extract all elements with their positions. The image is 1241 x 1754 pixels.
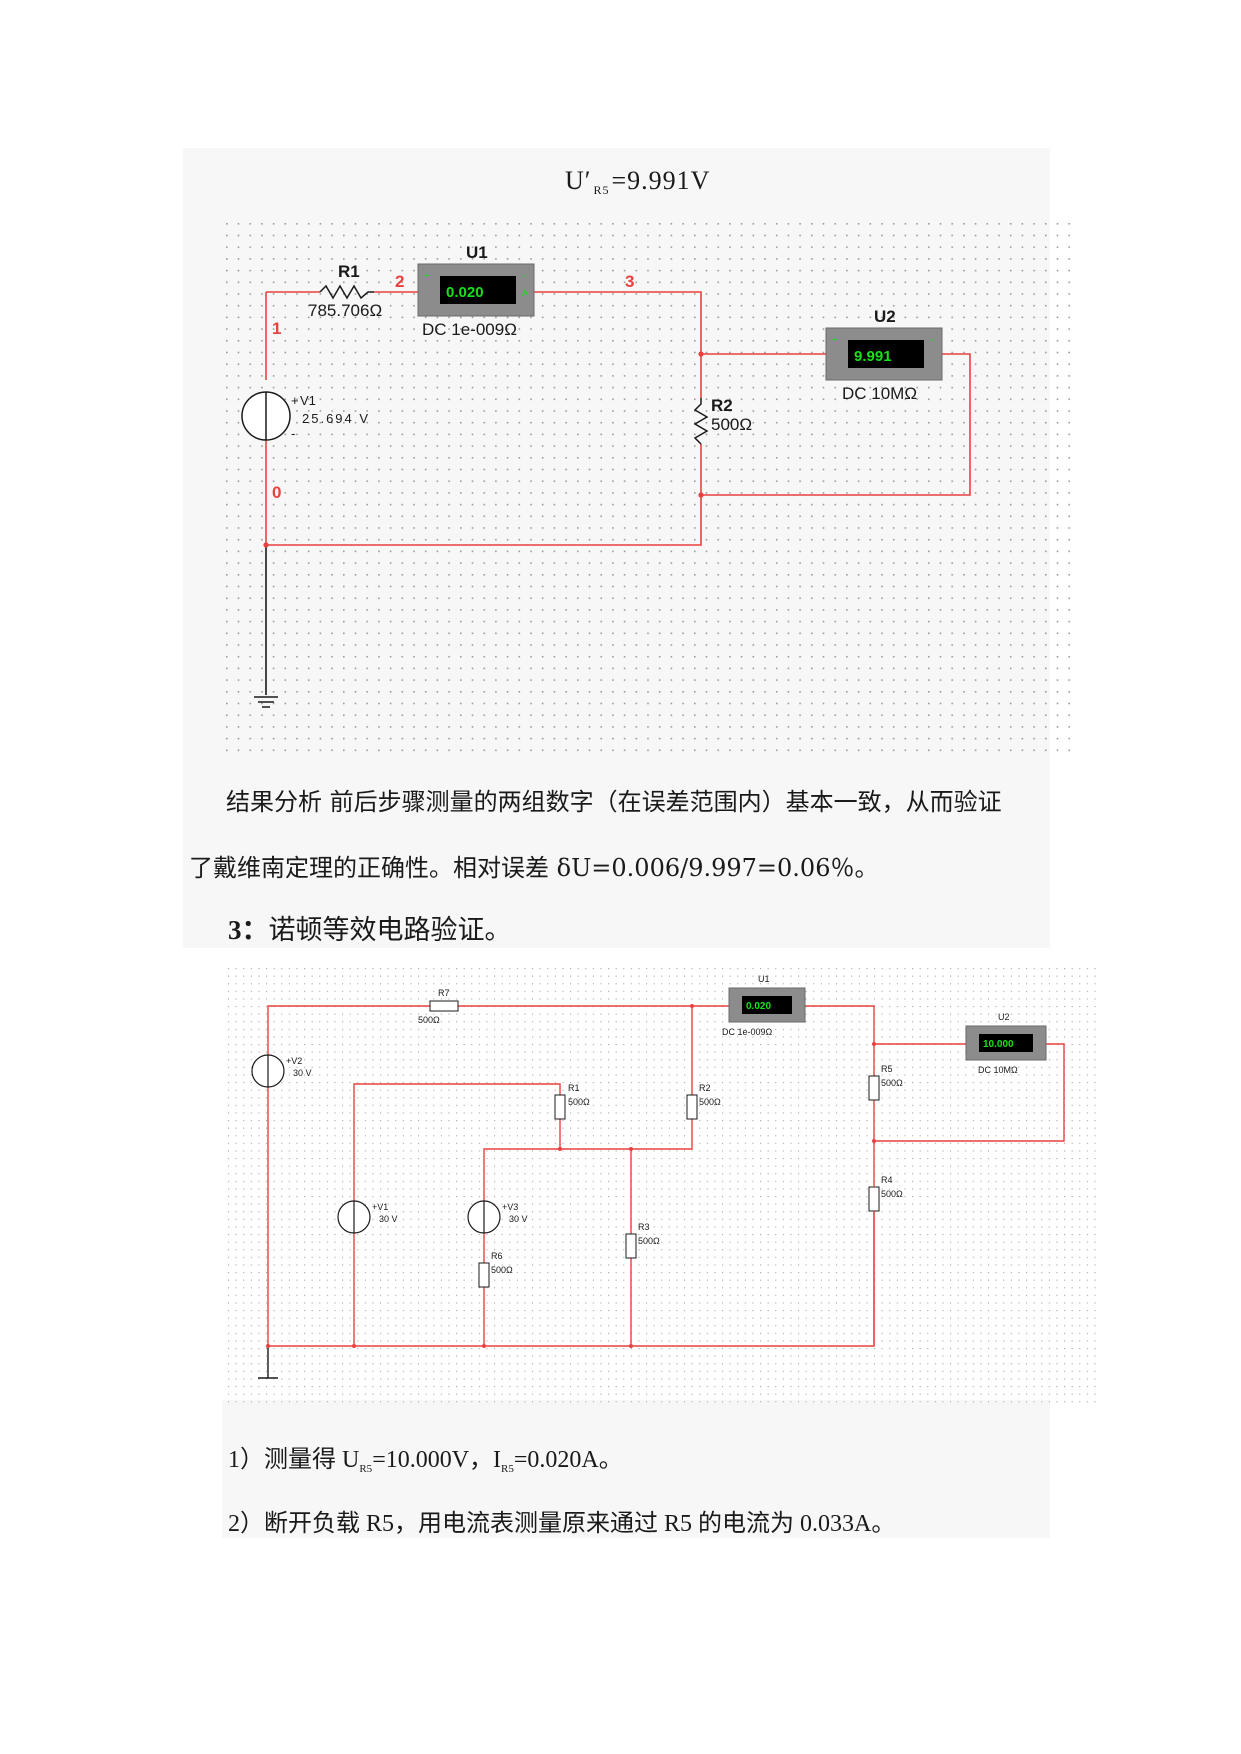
- resistor-r2-2[interactable]: R2 500Ω: [686, 1083, 721, 1120]
- r5-value: 500Ω: [881, 1078, 903, 1088]
- r2-2-label: R2: [699, 1083, 711, 1093]
- result-line-1-sub1: R5: [359, 1463, 373, 1475]
- section-3-number: 3：: [228, 915, 269, 945]
- result-line-1-c: =0.020A。: [513, 1447, 623, 1473]
- section-3-heading: 3：诺顿等效电路验证。: [228, 908, 512, 947]
- resistor-r6[interactable]: R6 500Ω: [478, 1251, 513, 1288]
- ammeter-u1-2-mode: DC 1e-009Ω: [722, 1027, 773, 1037]
- circuit-2-grid: [228, 968, 1097, 1408]
- resistor-r2[interactable]: R2 500Ω: [693, 396, 752, 445]
- r3-label: R3: [638, 1222, 650, 1232]
- voltage-source-v1-2[interactable]: +V1 30 V: [337, 1200, 398, 1234]
- ammeter-u1-label: U1: [466, 243, 488, 262]
- voltmeter-u2-2-label: U2: [998, 1012, 1010, 1022]
- voltmeter-u2-mode: DC 10MΩ: [842, 384, 917, 403]
- v1-2-label: +V1: [372, 1202, 388, 1212]
- ground-symbol: [254, 696, 278, 708]
- ammeter-u1-2[interactable]: 0.020 U1 DC 1e-009Ω: [722, 974, 806, 1037]
- r1-value: 785.706Ω: [308, 301, 382, 320]
- v1-plus: +: [291, 393, 299, 408]
- heading-prefix: U′: [565, 166, 592, 195]
- voltage-source-v2[interactable]: +V2 30 V: [251, 1054, 312, 1088]
- voltage-source-v3[interactable]: +V3 30 V: [467, 1200, 528, 1234]
- resistor-r5[interactable]: R5 500Ω: [868, 1064, 903, 1101]
- r2-value: 500Ω: [711, 415, 752, 434]
- v2-label: +V2: [286, 1056, 302, 1066]
- page-shade-bottom: [222, 1400, 1050, 1538]
- circuit-2-schematic: R7 500Ω R1 500Ω R2 500Ω R5 500Ω R4 500Ω …: [228, 968, 1097, 1408]
- ammeter-u1[interactable]: 0.020 + - A U1 DC 1e-009Ω: [417, 243, 535, 339]
- voltage-source-v1[interactable]: + V1 25.694 V -: [241, 391, 370, 441]
- v2-value: 30 V: [293, 1068, 312, 1078]
- node-label-2: 2: [395, 272, 404, 291]
- node-label-3: 3: [625, 272, 634, 291]
- resistor-r7[interactable]: R7 500Ω: [418, 988, 459, 1025]
- resistor-r1-2[interactable]: R1 500Ω: [554, 1083, 590, 1120]
- analysis-line-1: 结果分析 前后步骤测量的两组数字（在误差范围内）基本一致，从而验证: [226, 788, 1002, 816]
- resistor-r1[interactable]: R1 785.706Ω: [308, 262, 382, 320]
- r1-2-label: R1: [568, 1083, 580, 1093]
- ammeter-u1-2-label: U1: [758, 974, 770, 984]
- section-3-title: 诺顿等效电路验证。: [268, 915, 512, 946]
- r3-value: 500Ω: [638, 1236, 660, 1246]
- ammeter-u1-minus: -: [522, 270, 526, 282]
- ammeter-u1-plus: +: [424, 270, 430, 282]
- ammeter-u1-unit: A: [522, 288, 528, 298]
- voltmeter-u2-minus: -: [930, 334, 934, 346]
- result-line-1-a: 1）测量得 U: [228, 1447, 360, 1473]
- result-line-1-b: =10.000V，I: [372, 1447, 502, 1473]
- v1-value: 25.694 V: [302, 411, 370, 426]
- v3-value: 30 V: [509, 1214, 528, 1224]
- voltmeter-u2-2[interactable]: 10.000 U2 DC 10MΩ: [965, 1012, 1047, 1075]
- v1-label: V1: [300, 393, 316, 408]
- r1-2-value: 500Ω: [568, 1097, 590, 1107]
- ammeter-u1-reading: 0.020: [446, 284, 484, 301]
- result-line-1: 1）测量得 UR5=10.000V，IR5=0.020A。: [228, 1439, 623, 1475]
- circuit-1-schematic: R1 785.706Ω 0.020 + - A U1 DC 1e-009Ω 9.…: [226, 223, 1074, 753]
- voltmeter-u2-plus: +: [832, 334, 838, 346]
- circuit-1-junctions: [263, 351, 704, 548]
- node-label-0: 0: [272, 483, 281, 502]
- r4-value: 500Ω: [881, 1189, 903, 1199]
- circuit-1-grid: [226, 223, 1074, 753]
- r4-label: R4: [881, 1175, 893, 1185]
- circuit-2-junctions: [266, 1004, 876, 1348]
- v1-minus: -: [291, 426, 295, 441]
- r2-label: R2: [711, 396, 733, 415]
- heading-subscript: R5: [593, 183, 610, 197]
- r6-label: R6: [491, 1251, 503, 1261]
- r1-label: R1: [338, 262, 360, 281]
- resistor-r3[interactable]: R3 500Ω: [625, 1222, 660, 1259]
- voltmeter-u2-reading: 9.991: [854, 348, 892, 365]
- result-line-1-sub2: R5: [501, 1463, 514, 1475]
- ammeter-u1-mode: DC 1e-009Ω: [422, 320, 517, 339]
- r7-label: R7: [438, 988, 450, 998]
- r5-label: R5: [881, 1064, 893, 1074]
- r2-2-value: 500Ω: [699, 1097, 721, 1107]
- r7-value: 500Ω: [418, 1015, 440, 1025]
- v1-2-value: 30 V: [379, 1214, 398, 1224]
- voltmeter-u2[interactable]: 9.991 + - U2 DC 10MΩ: [825, 307, 943, 403]
- circuit-1-wires: [265, 291, 971, 546]
- result-line-2: 2）断开负载 R5，用电流表测量原来通过 R5 的电流为 0.033A。: [228, 1511, 896, 1537]
- measurement-heading: U′R5=9.991V: [565, 166, 710, 198]
- r6-value: 500Ω: [491, 1265, 513, 1275]
- voltmeter-u2-2-reading: 10.000: [983, 1039, 1014, 1050]
- voltmeter-u2-label: U2: [874, 307, 896, 326]
- analysis-line-2: 了戴维南定理的正确性。相对误差 δU=0.006/9.997=0.06％。: [189, 854, 879, 882]
- ammeter-u1-2-reading: 0.020: [746, 1001, 771, 1012]
- node-label-1: 1: [272, 319, 281, 338]
- heading-value: =9.991V: [611, 166, 711, 195]
- v3-label: +V3: [502, 1202, 518, 1212]
- voltmeter-u2-2-mode: DC 10MΩ: [978, 1065, 1018, 1075]
